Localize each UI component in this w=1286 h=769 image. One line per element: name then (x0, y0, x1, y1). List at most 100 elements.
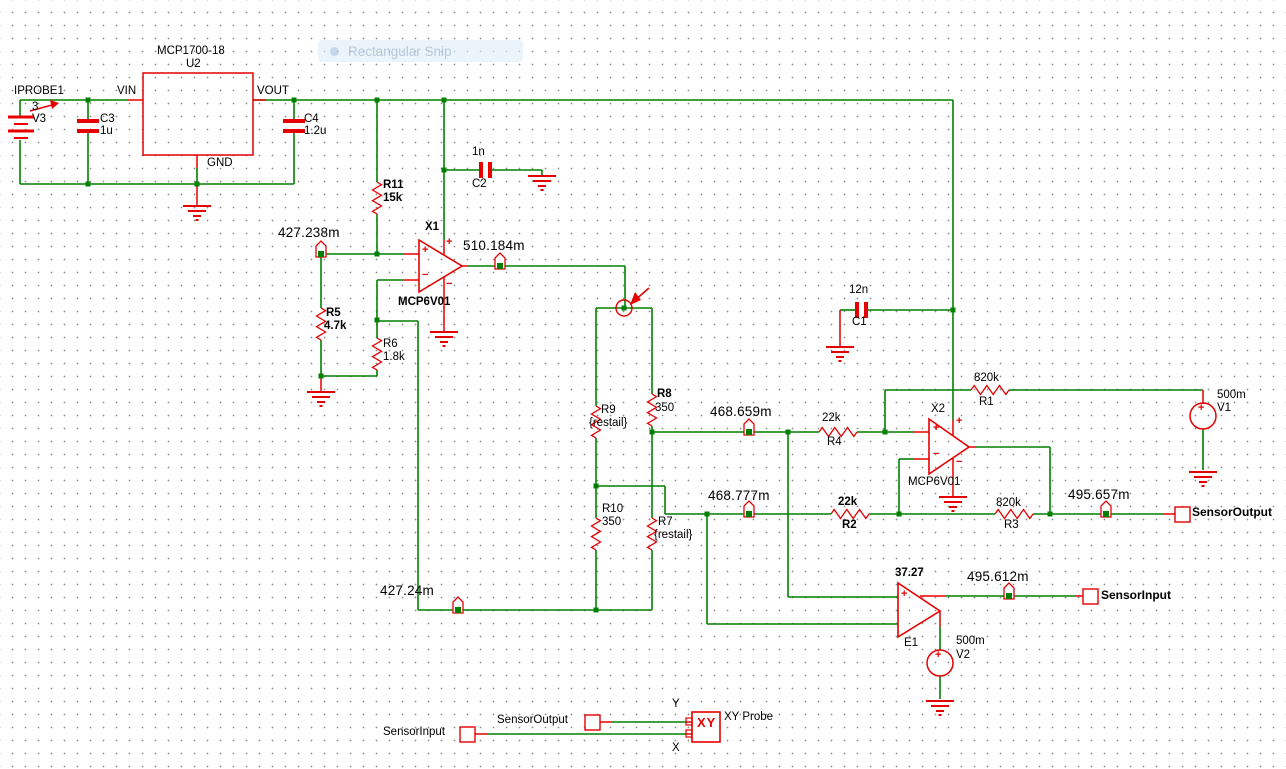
r9-refdes: R9 (601, 404, 616, 416)
x2-input-plus: + (933, 422, 940, 434)
junction-dot (649, 429, 655, 435)
vsource-v2[interactable] (926, 649, 954, 677)
x2-part: MCP6V01 (908, 476, 961, 488)
junction-dot (621, 305, 627, 311)
resistor-r2[interactable] (830, 508, 870, 520)
resistor-r1[interactable] (970, 384, 1010, 396)
c4-refdes: C4 (304, 113, 319, 125)
junction-dot (896, 511, 902, 517)
x2-vplus: + (956, 415, 963, 427)
resistor-r8[interactable] (646, 393, 658, 427)
iprobe1-arrow[interactable] (29, 104, 53, 112)
capacitor-c4[interactable] (283, 119, 305, 123)
probe-reading-sensoroutput: 495.657m (1068, 487, 1130, 502)
current-probe[interactable] (615, 299, 633, 317)
ground-symbol[interactable] (939, 496, 967, 512)
probe-node (746, 429, 752, 435)
r3-value: 820k (996, 497, 1021, 509)
ground-symbol[interactable] (183, 205, 211, 221)
resistor-r9[interactable] (590, 405, 602, 439)
x2-vminus: − (956, 456, 963, 468)
capacitor-c1[interactable] (864, 302, 868, 318)
port-sensoroutput[interactable] (1174, 506, 1191, 523)
x1-vminus: − (446, 278, 453, 290)
r4-refdes: R4 (827, 436, 842, 448)
x1-refdes: X1 (425, 221, 440, 233)
junction-dot (374, 317, 380, 323)
capacitor-c2[interactable] (479, 162, 483, 178)
probe-reading-sensorinput: 495.612m (967, 569, 1029, 584)
ground-symbol[interactable] (430, 331, 458, 347)
xy-box-text: XY (697, 715, 717, 730)
ground-symbol[interactable] (1189, 471, 1217, 487)
v1-refdes: V1 (1217, 402, 1232, 414)
resistor-r7[interactable] (646, 517, 658, 551)
r11-value: 15k (383, 192, 403, 204)
resistor-r3[interactable] (994, 508, 1034, 520)
r10-refdes: R10 (602, 503, 624, 515)
c1-refdes: C1 (852, 316, 867, 328)
port-sensorinput[interactable] (1082, 588, 1099, 605)
c3-refdes: C3 (100, 113, 115, 125)
port-sensoroutput-bottom[interactable] (584, 714, 601, 731)
c2-refdes: C2 (472, 178, 487, 190)
capacitor-c3[interactable] (77, 129, 99, 133)
probe-node (1006, 593, 1012, 599)
resistor-r6[interactable] (371, 337, 383, 371)
ground-symbol[interactable] (926, 700, 954, 716)
capacitor-c2[interactable] (488, 162, 492, 178)
x1-part: MCP6V01 (398, 296, 451, 308)
r3-refdes: R3 (1004, 519, 1019, 531)
opamp-x1[interactable] (418, 238, 464, 294)
r8-refdes: R8 (657, 388, 672, 400)
probe-node (746, 511, 752, 517)
r1-value: 820k (974, 372, 999, 384)
junction-dot (318, 373, 324, 379)
capacitor-c4[interactable] (283, 129, 305, 133)
resistor-r4[interactable] (818, 426, 858, 438)
ground-symbol[interactable] (307, 391, 335, 407)
r11-refdes: R11 (383, 179, 404, 191)
x1-input-minus: − (422, 269, 429, 281)
vcvs-e1[interactable] (897, 581, 942, 639)
port-label-sensoroutput-bottom: SensorOutput (497, 714, 568, 726)
port-sensorinput-bottom[interactable] (459, 726, 476, 743)
r8-value: 350 (655, 402, 675, 414)
r5-value: 4.7k (324, 320, 347, 332)
opamp-x2[interactable] (928, 417, 971, 476)
x2-input-minus: − (933, 448, 940, 460)
xy-probe-label: XY Probe (724, 711, 774, 723)
probe-node (1103, 511, 1109, 517)
vsource-v1[interactable] (1189, 402, 1217, 430)
junction-dot (85, 181, 91, 187)
probe-node (455, 607, 461, 613)
u2-pin-vout: VOUT (257, 85, 289, 97)
ground-symbol[interactable] (826, 346, 854, 362)
e1-input-plus: + (901, 588, 908, 600)
x2-refdes: X2 (931, 403, 946, 415)
resistor-r10[interactable] (590, 517, 602, 551)
capacitor-c3[interactable] (77, 119, 99, 123)
xy-probe-box[interactable] (691, 711, 721, 743)
r10-value: 350 (602, 516, 622, 528)
r6-value: 1.8k (383, 351, 405, 363)
resistor-r11[interactable] (371, 181, 383, 215)
r1-refdes: R1 (979, 396, 994, 408)
u2-refdes: U2 (186, 58, 201, 70)
resistor-r5[interactable] (315, 307, 327, 341)
iprobe1-label: IPROBE1 (14, 85, 64, 97)
c2-value: 1n (472, 146, 485, 158)
iprobe1-pin-number: 3 (32, 101, 39, 113)
ground-symbol[interactable] (528, 175, 556, 191)
v1-plus-sign: + (1198, 402, 1205, 414)
xy-pin-y-label: Y (672, 698, 680, 710)
probe-reading-x1-out: 510.184m (463, 238, 525, 253)
r4-value: 22k (822, 412, 841, 424)
v2-value: 500m (956, 635, 985, 647)
regulator-u2[interactable] (142, 72, 254, 156)
capacitor-c1[interactable] (855, 302, 859, 318)
u2-pin-gnd: GND (207, 157, 233, 169)
u2-part-number: MCP1700-18 (157, 45, 225, 57)
junction-dot (194, 181, 200, 187)
